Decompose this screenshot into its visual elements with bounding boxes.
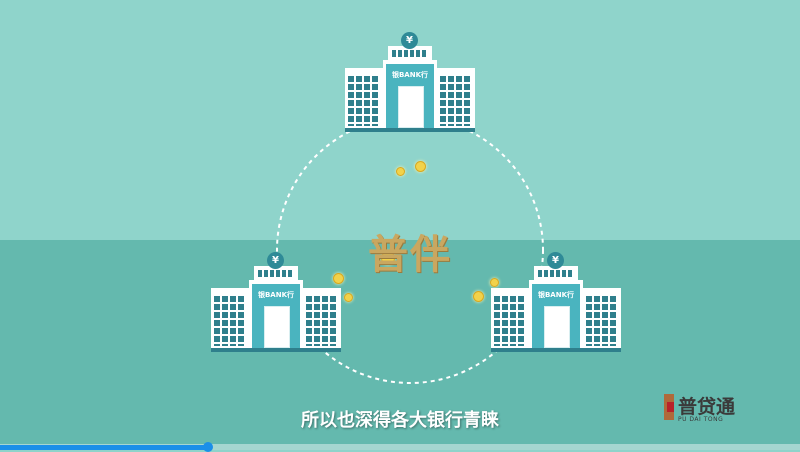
progress-handle[interactable]: [203, 442, 213, 452]
brand-logo: 普贷通 PU DAI TONG: [664, 394, 764, 426]
video-progress-bar[interactable]: [0, 442, 800, 452]
coin-icon: [415, 161, 426, 172]
building-base: [491, 348, 621, 352]
coin-icon: [333, 273, 344, 284]
logo-english: PU DAI TONG: [678, 416, 724, 423]
building-wing: [583, 288, 621, 348]
building-base: [211, 348, 341, 352]
building-main: 银BANK行: [383, 60, 437, 128]
bank-label: 银BANK行: [257, 291, 295, 299]
logo-mark-icon: [664, 394, 674, 420]
subtitle-caption: 所以也深得各大银行青睐: [301, 410, 499, 431]
yen-sign-icon: ¥: [267, 252, 284, 269]
bank-label: 银BANK行: [537, 291, 575, 299]
coin-icon: [490, 278, 499, 287]
building-top: [388, 46, 432, 60]
building-door: [398, 86, 424, 128]
building-base: [345, 128, 475, 132]
building-main: 银BANK行: [529, 280, 583, 348]
building-wing: [303, 288, 341, 348]
yen-sign-icon: ¥: [401, 32, 418, 49]
building-main: 银BANK行: [249, 280, 303, 348]
logo-name: 普贷通: [678, 396, 736, 418]
coin-icon: [473, 291, 484, 302]
building-top: [534, 266, 578, 280]
building-wing: [437, 68, 475, 128]
bank-building-left: ¥ 银BANK行: [211, 252, 341, 358]
bank-building-top: ¥ 银BANK行: [345, 32, 475, 138]
yen-sign-icon: ¥: [547, 252, 564, 269]
building-wing: [211, 288, 249, 348]
building-door: [544, 306, 570, 348]
building-top: [254, 266, 298, 280]
building-wing: [345, 68, 383, 128]
bank-label: 银BANK行: [391, 71, 429, 79]
center-title: 普伴: [368, 232, 452, 278]
coin-icon: [344, 293, 353, 302]
coin-icon: [396, 167, 405, 176]
building-wing: [491, 288, 529, 348]
bank-building-right: ¥ 银BANK行: [491, 252, 621, 358]
progress-fill: [0, 445, 208, 450]
coin-icon: [381, 251, 395, 265]
building-door: [264, 306, 290, 348]
